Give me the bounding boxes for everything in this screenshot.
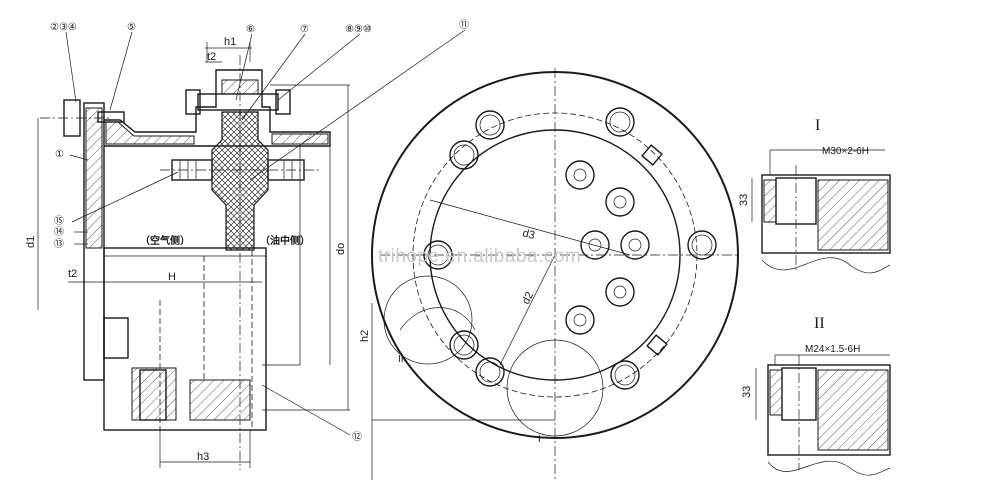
section-i-title: I <box>815 117 820 134</box>
dim-d2: d2 <box>520 290 536 306</box>
mounting-flange <box>83 102 105 381</box>
detail-section-ii <box>755 354 891 476</box>
air-side-label: （空气侧） <box>140 234 190 247</box>
dim-d3: d3 <box>521 227 536 242</box>
callout-12: ⑫ <box>352 431 362 443</box>
section-view <box>37 29 466 470</box>
oil-side-label: （油中侧） <box>260 234 310 247</box>
dim-33-a: 33 <box>738 194 750 206</box>
hex-nut-left <box>185 89 201 115</box>
callout-1: ① <box>55 149 64 160</box>
bolt-holes <box>423 107 717 390</box>
callout-14: ⑭ <box>54 226 64 238</box>
section-ii-title: II <box>814 315 825 332</box>
dim-t2-top: t2 <box>207 51 216 63</box>
plan-view <box>371 68 740 480</box>
housing-top-hatch <box>105 121 195 145</box>
housing-top-profile <box>104 69 331 147</box>
dim-h2: h2 <box>359 330 371 342</box>
dim-do: do <box>335 243 347 255</box>
callout-8-9-10: ⑧⑨⑩ <box>345 24 372 35</box>
callout-13: ⑬ <box>54 238 64 250</box>
detail-section-i <box>751 149 891 274</box>
dim-d1: d1 <box>25 236 37 248</box>
small-boss <box>103 317 129 359</box>
callout-11: ⑪ <box>459 19 469 31</box>
dim-33-b: 33 <box>741 386 753 398</box>
callout-7: ⑦ <box>300 24 309 35</box>
hex-nut-right <box>275 89 291 115</box>
thread-spec-1: M30×2-6H <box>822 146 869 157</box>
terminal-socket <box>131 367 177 421</box>
terminals <box>565 160 650 335</box>
lower-bolt-left <box>171 159 213 181</box>
callout-6: ⑥ <box>246 24 255 35</box>
housing-right-hatch <box>271 133 329 145</box>
dim-h1: h1 <box>224 36 236 48</box>
flange-hatch <box>85 107 103 249</box>
watermark: trihope.en.alibaba.com <box>378 246 581 267</box>
detail-circle-i <box>506 339 604 437</box>
thread-spec-2: M24×1.5-6H <box>805 344 860 355</box>
dim-t2-left: t2 <box>68 268 77 280</box>
callout-2-3-4: ②③④ <box>50 22 77 33</box>
callout-15: ⑮ <box>54 215 64 227</box>
section-i-mark: I <box>538 434 541 445</box>
section-ii-mark: II <box>398 354 404 365</box>
dim-h3: h3 <box>197 451 209 463</box>
callout-5: ⑤ <box>127 22 136 33</box>
detail-circle-ii <box>383 275 473 365</box>
dim-H: H <box>168 271 176 283</box>
